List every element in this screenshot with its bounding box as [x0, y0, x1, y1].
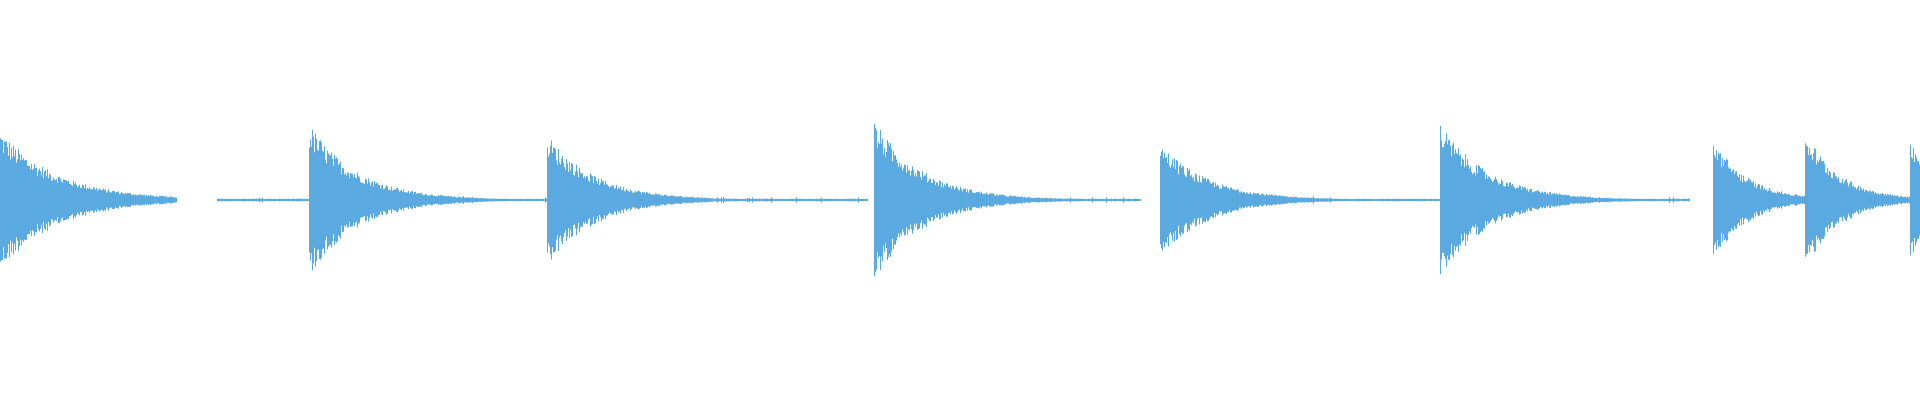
- waveform-svg: [0, 123, 1920, 277]
- audio-waveform: [0, 123, 1920, 277]
